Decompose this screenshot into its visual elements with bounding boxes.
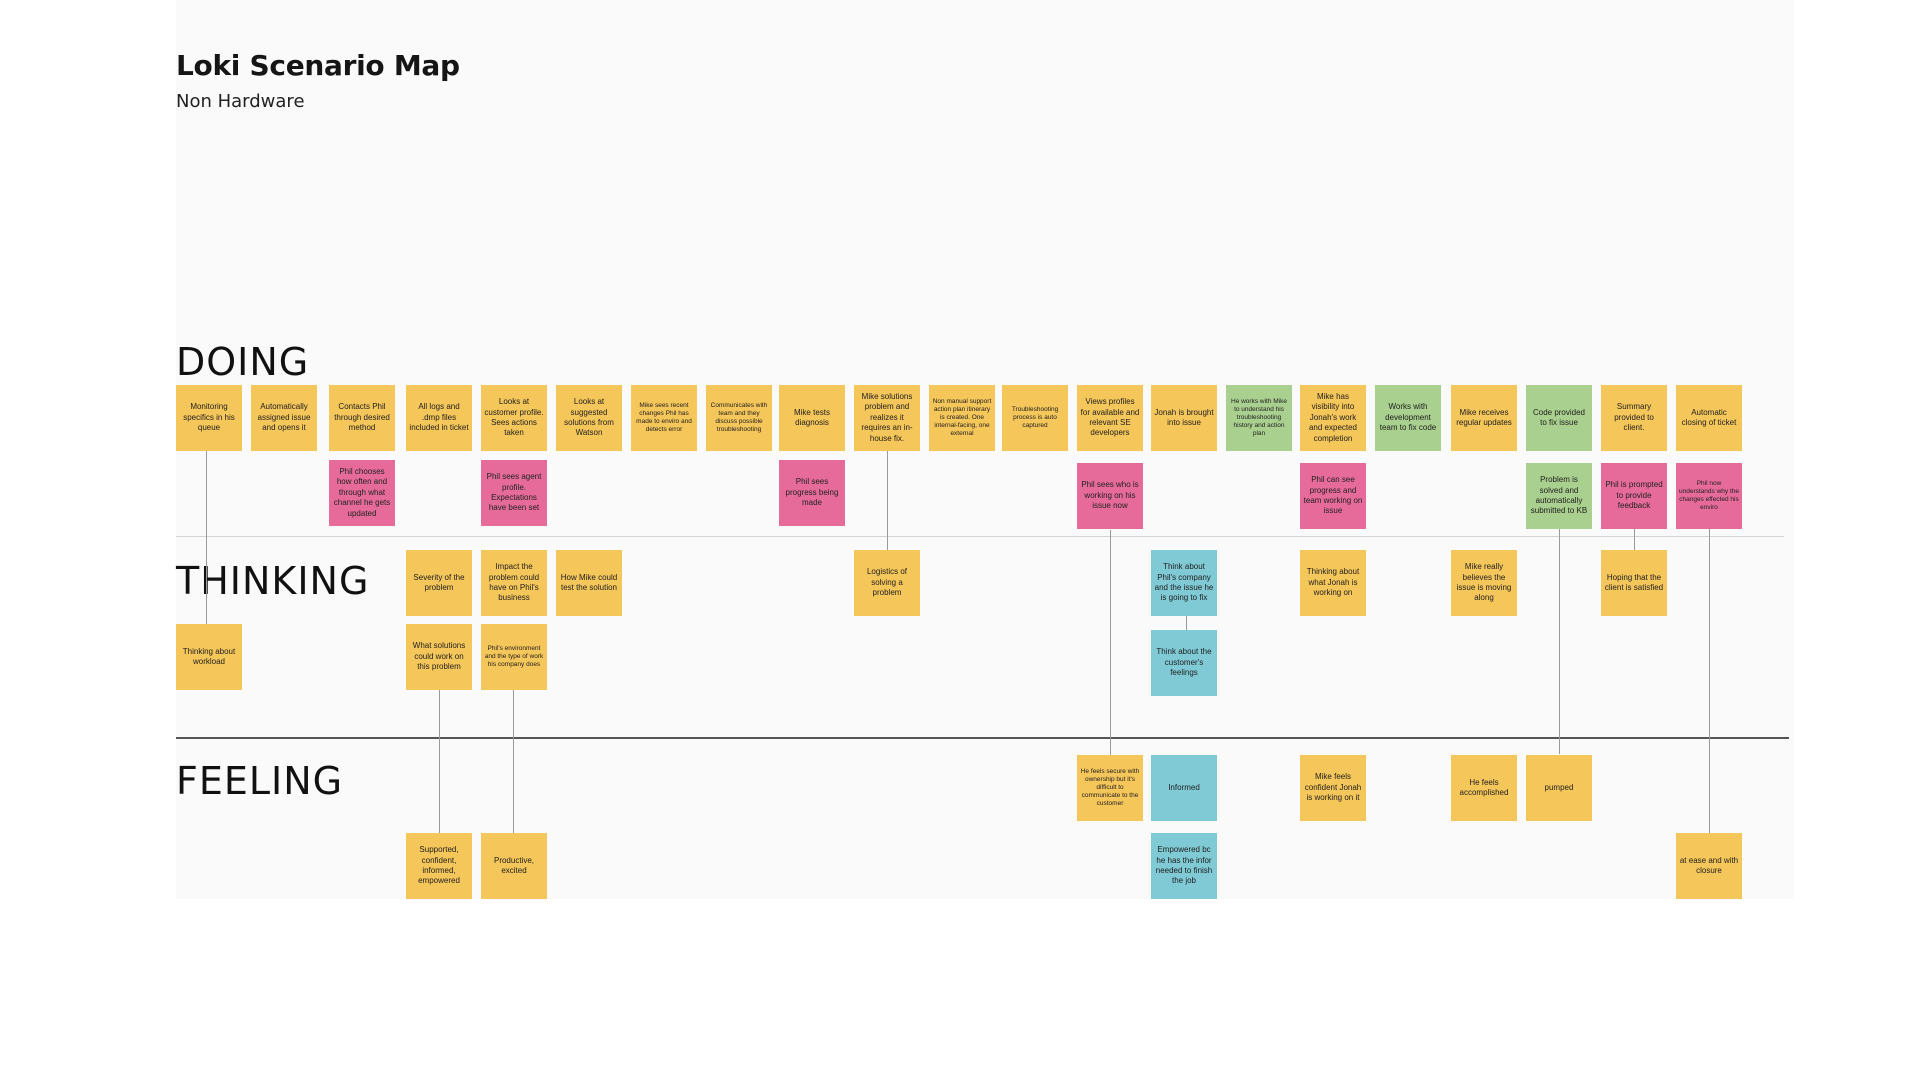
doing-note: Monitoring specifics in his queue [176,385,242,451]
feeling-note: Supported, confident, informed, empowere… [406,833,472,899]
doing-sub-note: Phil sees agent profile. Expectations ha… [481,460,547,526]
feeling-note: He feels secure with ownership but it's … [1077,755,1143,821]
divider-doing-thinking [176,536,1784,537]
doing-note: Views profiles for available and relevan… [1077,385,1143,451]
doing-note: All logs and .dmp files included in tick… [406,385,472,451]
thinking-note: Thinking about what Jonah is working on [1300,550,1366,616]
doing-note: He works with Mike to understand his tro… [1226,385,1292,451]
thinking-note: Logistics of solving a problem [854,550,920,616]
doing-note: Non manual support action plan itinerary… [929,385,995,451]
thinking-note: Severity of the problem [406,550,472,616]
feeling-note: at ease and with closure [1676,833,1742,899]
connector-line [1709,528,1710,834]
connector-line [1559,528,1560,754]
feeling-note: Productive, excited [481,833,547,899]
feeling-note: He feels accomplished [1451,755,1517,821]
connector-line [513,690,514,835]
doing-note: Contacts Phil through desired method [329,385,395,451]
doing-note: Looks at customer profile. Sees actions … [481,385,547,451]
connector-line [439,690,440,835]
doing-note: Looks at suggested solutions from Watson [556,385,622,451]
feeling-note: Informed [1151,755,1217,821]
doing-sub-note: Problem is solved and automatically subm… [1526,463,1592,529]
divider-thinking-feeling [176,737,1789,739]
connector-line [1110,530,1111,755]
doing-sub-note: Phil can see progress and team working o… [1300,463,1366,529]
thinking-note: How Mike could test the solution [556,550,622,616]
doing-note: Troubleshooting process is auto captured [1002,385,1068,451]
doing-note: Code provided to fix issue [1526,385,1592,451]
doing-note: Automatically assigned issue and opens i… [251,385,317,451]
doing-sub-note: Phil chooses how often and through what … [329,460,395,526]
feeling-note: pumped [1526,755,1592,821]
doing-note: Mike receives regular updates [1451,385,1517,451]
section-label-feeling: FEELING [176,759,344,803]
thinking-note: Think about the customer's feelings [1151,630,1217,696]
doing-note: Mike has visibility into Jonah's work an… [1300,385,1366,451]
doing-sub-note: Phil sees who is working on his issue no… [1077,463,1143,529]
doing-note: Works with development team to fix code [1375,385,1441,451]
doing-note: Mike tests diagnosis [779,385,845,451]
connector-line [1634,528,1635,550]
doing-note: Communicates with team and they discuss … [706,385,772,451]
thinking-note: Thinking about workload [176,624,242,690]
doing-sub-note: Phil sees progress being made [779,460,845,526]
connector-line [206,450,207,625]
doing-note: Mike sees recent changes Phil has made t… [631,385,697,451]
feeling-note: Empowered bc he has the infor needed to … [1151,833,1217,899]
thinking-note: Think about Phil's company and the issue… [1151,550,1217,616]
doing-note: Summary provided to client. [1601,385,1667,451]
page-title: Loki Scenario Map [176,49,460,82]
thinking-note: Phil's environment and the type of work … [481,624,547,690]
doing-sub-note: Phil is prompted to provide feedback [1601,463,1667,529]
feeling-note: Mike feels confident Jonah is working on… [1300,755,1366,821]
thinking-note: Impact the problem could have on Phil's … [481,550,547,616]
doing-note: Mike solutions problem and realizes it r… [854,385,920,451]
section-label-thinking: THINKING [176,559,370,603]
doing-note: Jonah is brought into issue [1151,385,1217,451]
connector-line [887,450,888,550]
thinking-note: Mike really believes the issue is moving… [1451,550,1517,616]
thinking-note: Hoping that the client is satisfied [1601,550,1667,616]
doing-sub-note: Phil now understands why the changes eff… [1676,463,1742,529]
page-subtitle: Non Hardware [176,91,305,112]
section-label-doing: DOING [176,340,310,384]
doing-note: Automatic closing of ticket [1676,385,1742,451]
thinking-note: What solutions could work on this proble… [406,624,472,690]
